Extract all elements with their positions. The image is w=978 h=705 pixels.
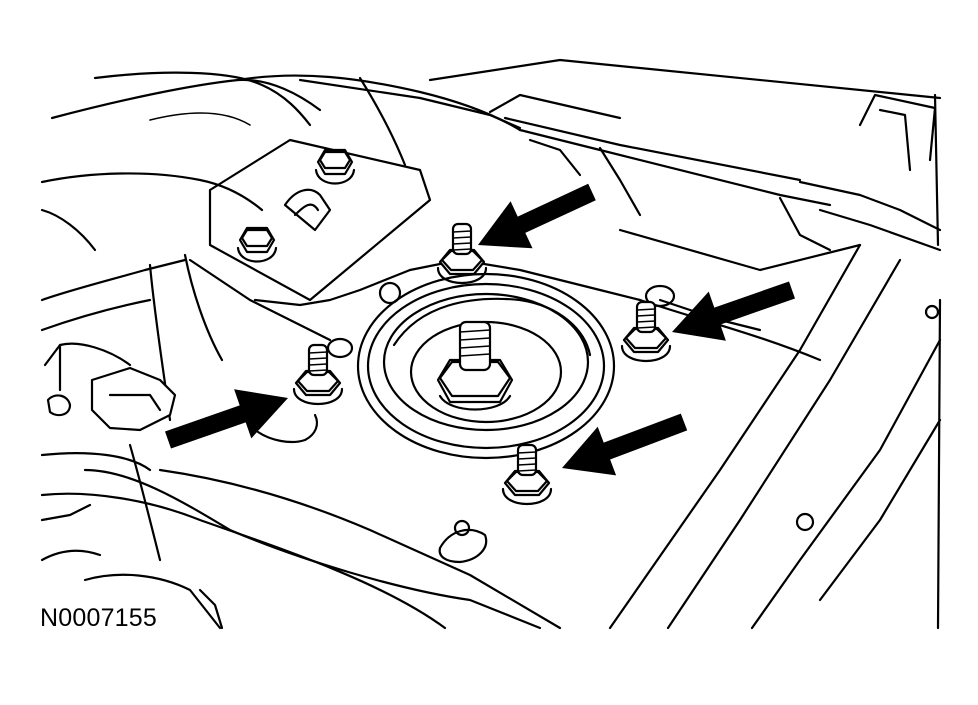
- figure-id-label: N0007155: [40, 604, 157, 632]
- mount-stud-nut: [436, 222, 488, 285]
- callout-arrow-icon: [562, 413, 688, 476]
- mount-stud-nut: [620, 300, 672, 363]
- body-structure: [40, 58, 942, 630]
- strut-center-nut: [436, 320, 514, 411]
- callout-arrow-icon: [478, 183, 596, 249]
- upper-plate-bolt: [236, 226, 278, 263]
- upper-plate-bolt: [314, 148, 356, 185]
- mount-stud-nut: [501, 443, 553, 506]
- mount-stud-nut: [292, 343, 344, 406]
- strut-mount-assembly: [326, 272, 616, 460]
- callout-arrow-icon: [672, 281, 795, 341]
- callout-arrow-icon: [165, 389, 288, 449]
- left-bracket: [46, 366, 177, 432]
